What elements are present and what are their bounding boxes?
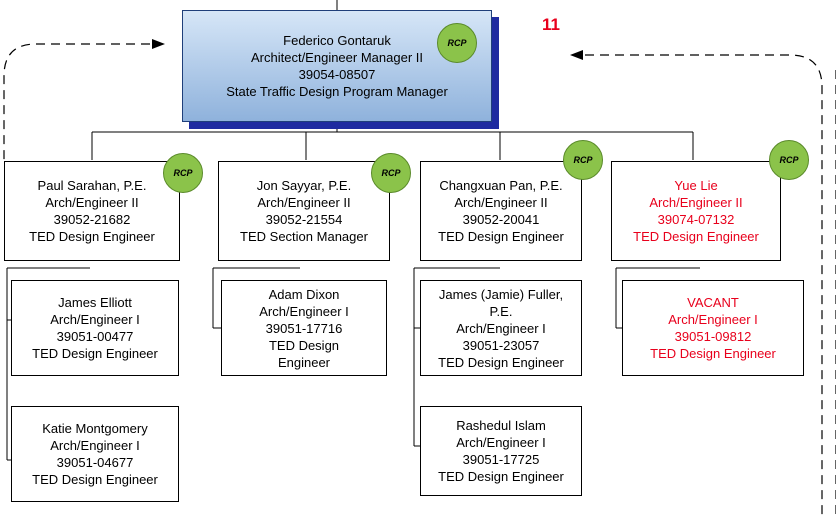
supervisor-title: Arch/Engineer II	[45, 195, 139, 210]
manager-name: Federico Gontaruk	[283, 33, 391, 48]
rcp-badge: RCP	[769, 140, 809, 180]
staff-role: TED Design Engineer	[438, 469, 564, 484]
rcp-badge: RCP	[371, 153, 411, 193]
staff-title: Arch/Engineer I	[50, 312, 140, 327]
rcp-badge: RCP	[437, 23, 477, 63]
staff-title: Arch/Engineer I	[50, 438, 140, 453]
staff-position-id: 39051-23057	[462, 337, 540, 353]
supervisor-title: Arch/Engineer II	[257, 195, 351, 210]
staff-role: TED Design Engineer	[438, 354, 564, 370]
staff-name: James Elliott	[58, 295, 132, 310]
supervisor-name: Changxuan Pan, P.E.	[439, 178, 563, 193]
staff-box-vacant: VACANT Arch/Engineer I 39051-09812 TED D…	[622, 280, 804, 376]
staff-title: Arch/Engineer I	[668, 312, 758, 327]
rcp-badge: RCP	[563, 140, 603, 180]
supervisor-box: Jon Sayyar, P.E. Arch/Engineer II 39052-…	[218, 161, 390, 261]
supervisor-name: Yue Lie	[674, 178, 718, 193]
supervisor-position-id: 39052-20041	[462, 212, 540, 227]
staff-position-id: 39051-00477	[56, 329, 134, 344]
staff-title: Arch/Engineer I	[456, 435, 546, 450]
manager-role: State Traffic Design Program Manager	[226, 84, 448, 99]
supervisor-box: Yue Lie Arch/Engineer II 39074-07132 TED…	[611, 161, 781, 261]
staff-role: TED Design Engineer	[32, 472, 158, 487]
supervisor-role: TED Design Engineer	[633, 229, 759, 244]
manager-position-id: 39054-08507	[298, 67, 376, 82]
supervisor-box: Changxuan Pan, P.E. Arch/Engineer II 390…	[420, 161, 582, 261]
supervisor-position-id: 39074-07132	[657, 212, 735, 227]
supervisor-name: Jon Sayyar, P.E.	[256, 178, 352, 193]
rcp-badge: RCP	[163, 153, 203, 193]
staff-name: VACANT	[687, 295, 739, 310]
staff-position-id: 39051-17716	[265, 320, 343, 336]
staff-box: James Elliott Arch/Engineer I 39051-0047…	[11, 280, 179, 376]
supervisor-position-id: 39052-21554	[265, 212, 343, 227]
staff-name: Katie Montgomery	[42, 421, 148, 436]
supervisor-role: TED Design Engineer	[29, 229, 155, 244]
staff-title: Arch/Engineer I	[259, 303, 349, 319]
staff-role: TED Design Engineer	[32, 346, 158, 361]
unit-number: 11	[542, 15, 560, 34]
staff-name: Rashedul Islam	[456, 418, 546, 433]
manager-box: Federico Gontaruk Architect/Engineer Man…	[182, 10, 492, 122]
supervisor-position-id: 39052-21682	[53, 212, 131, 227]
staff-name-line2: P.E.	[489, 303, 513, 319]
manager-title: Architect/Engineer Manager II	[251, 50, 423, 65]
staff-position-id: 39051-09812	[674, 329, 752, 344]
staff-name: Adam Dixon	[268, 286, 340, 302]
staff-box: Katie Montgomery Arch/Engineer I 39051-0…	[11, 406, 179, 502]
staff-role-line2: Engineer	[277, 354, 331, 370]
staff-title: Arch/Engineer I	[456, 320, 546, 336]
supervisor-title: Arch/Engineer II	[649, 195, 743, 210]
staff-box: Rashedul Islam Arch/Engineer I 39051-177…	[420, 406, 582, 496]
staff-position-id: 39051-04677	[56, 455, 134, 470]
staff-name-line1: James (Jamie) Fuller,	[438, 286, 564, 302]
supervisor-title: Arch/Engineer II	[454, 195, 548, 210]
supervisor-role: TED Section Manager	[240, 229, 368, 244]
supervisor-role: TED Design Engineer	[438, 229, 564, 244]
staff-role: TED Design Engineer	[650, 346, 776, 361]
staff-role-line1: TED Design	[268, 337, 340, 353]
staff-box: James (Jamie) Fuller, P.E. Arch/Engineer…	[420, 280, 582, 376]
staff-position-id: 39051-17725	[462, 452, 540, 467]
supervisor-box: Paul Sarahan, P.E. Arch/Engineer II 3905…	[4, 161, 180, 261]
staff-box: Adam Dixon Arch/Engineer I 39051-17716 T…	[221, 280, 387, 376]
supervisor-name: Paul Sarahan, P.E.	[37, 178, 147, 193]
